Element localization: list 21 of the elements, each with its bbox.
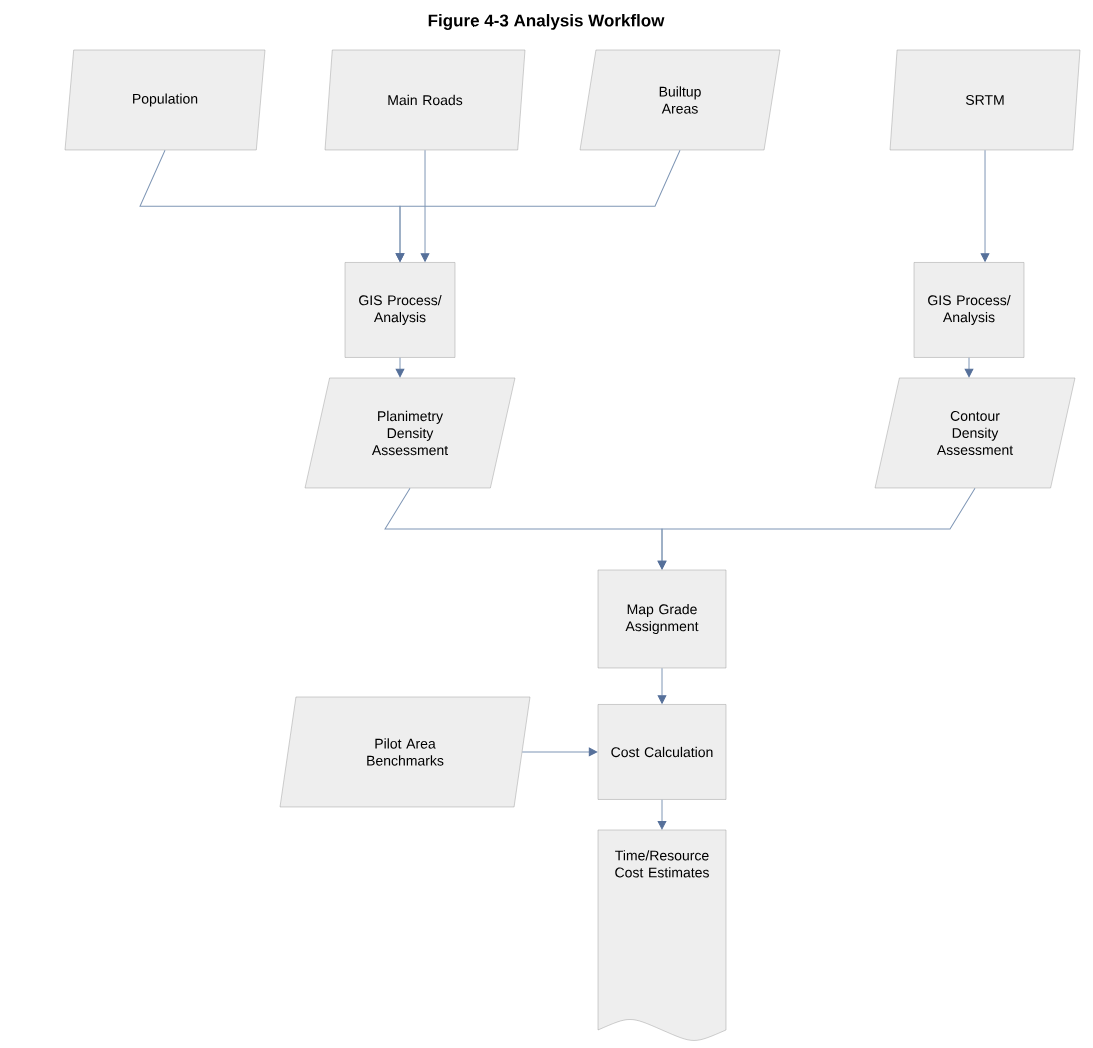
arrow [657, 487, 976, 570]
data-parallelogram: Pilot Area Benchmarks [279, 696, 531, 808]
data-parallelogram: Planimetry Density Assessment [304, 377, 516, 489]
arrow [521, 747, 598, 757]
process-box: GIS Process/ Analysis [913, 262, 1025, 358]
arrow [980, 149, 990, 262]
data-parallelogram: Population [64, 49, 266, 151]
data-parallelogram: SRTM [889, 49, 1081, 151]
data-parallelogram: Contour Density Assessment [874, 377, 1076, 489]
figure-title: Figure 4-3 Analysis Workflow [428, 14, 665, 30]
arrow [395, 149, 681, 262]
arrow [964, 357, 974, 378]
arrow [657, 799, 667, 830]
arrow [395, 357, 405, 378]
data-parallelogram: Builtup Areas [579, 49, 781, 151]
arrow [657, 667, 667, 704]
arrow [420, 149, 430, 262]
process-box: GIS Process/ Analysis [344, 262, 456, 358]
data-parallelogram: Main Roads [324, 49, 526, 151]
process-box: Cost Calculation [597, 704, 727, 800]
process-box: Map Grade Assignment [597, 569, 727, 669]
